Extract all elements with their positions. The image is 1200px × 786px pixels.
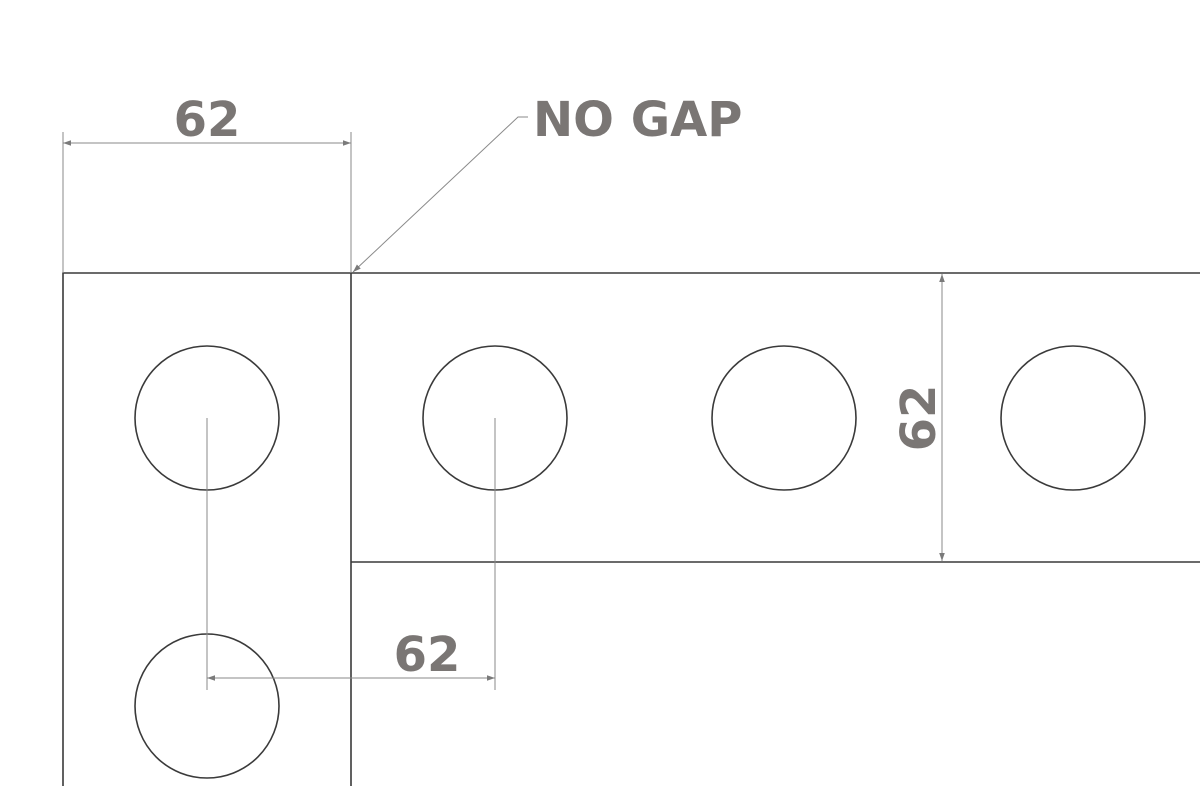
no-gap-label: NO GAP — [533, 92, 742, 148]
no-gap-callout: NO GAP — [352, 92, 742, 273]
top-width-label: 62 — [174, 92, 241, 148]
hole — [1000, 345, 1146, 491]
top-width-dimension: 62 — [62, 92, 352, 273]
bar-height-dimension: 62 — [891, 274, 947, 561]
horizontal-bar — [351, 272, 1200, 563]
hole-spacing-label: 62 — [394, 627, 461, 683]
vertical-bar — [62, 272, 352, 786]
bar-height-label: 62 — [891, 385, 947, 452]
hole — [711, 345, 857, 491]
hole-spacing-dimension: 62 — [206, 418, 496, 690]
